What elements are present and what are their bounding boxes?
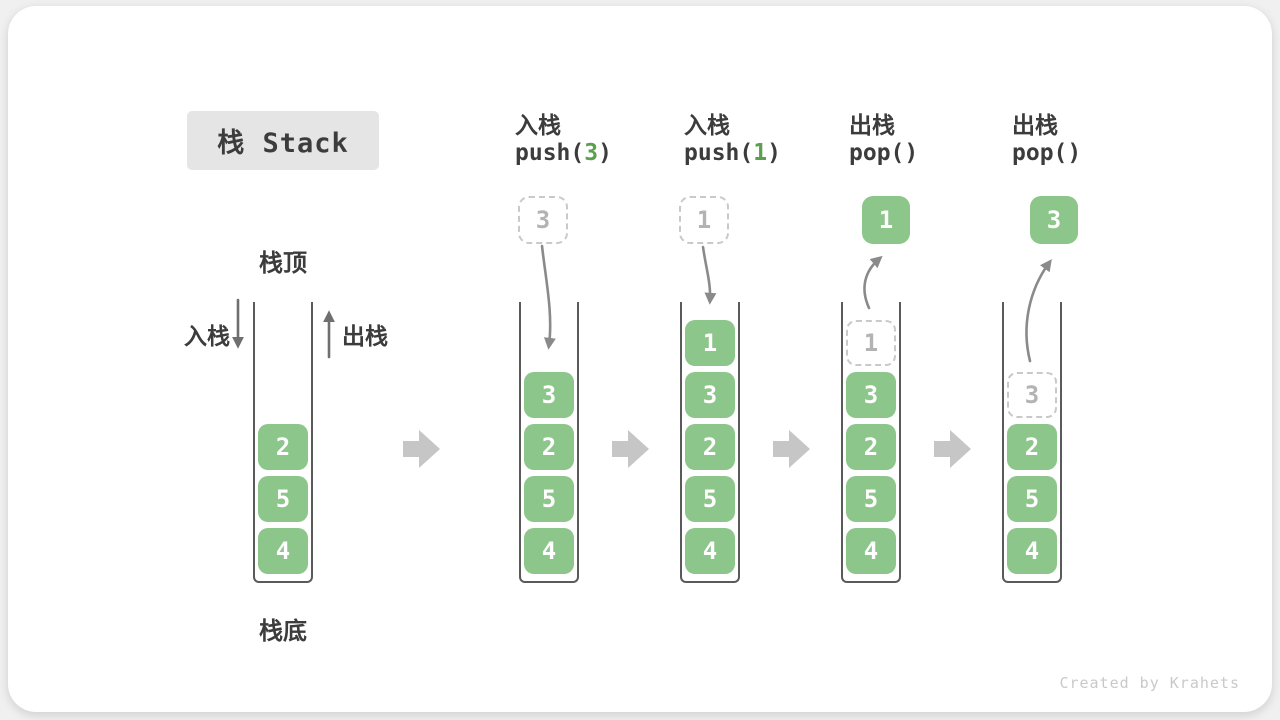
code-suffix: ): [767, 140, 781, 166]
step3-popped-box: 1: [862, 196, 910, 244]
stack-cell: 5: [1007, 476, 1057, 522]
stack-after-push1: 1 3 2 5 4: [680, 302, 740, 583]
step2-code-label: push(1): [684, 140, 781, 166]
push-direction-label: 入栈: [184, 324, 230, 350]
stack-cell: 5: [685, 476, 735, 522]
stack-cell: 3: [685, 372, 735, 418]
credit-text: Created by Krahets: [1059, 674, 1240, 692]
stack-cell: 4: [685, 528, 735, 574]
step1-code-label: push(3): [515, 140, 612, 166]
code-arg: 3: [584, 140, 599, 166]
code-arg: 1: [753, 140, 768, 166]
code-prefix: push(: [515, 140, 585, 166]
code-prefix: push(: [684, 140, 754, 166]
title-text: 栈 Stack: [217, 128, 349, 159]
title-badge: 栈 Stack: [187, 111, 379, 170]
stack-cell: 4: [524, 528, 574, 574]
stack-cell: 3: [524, 372, 574, 418]
stack-cell: 2: [685, 424, 735, 470]
step4-op-label: 出栈: [1012, 113, 1058, 139]
step4-popped-box: 3: [1030, 196, 1078, 244]
code-prefix: pop(: [1012, 140, 1068, 166]
stack-top-label: 栈顶: [259, 249, 307, 277]
stack-cell: 2: [524, 424, 574, 470]
stack-cell-removed: 1: [846, 320, 896, 366]
stack-cell: 2: [846, 424, 896, 470]
stack-cell: 2: [1007, 424, 1057, 470]
pop-direction-label: 出栈: [342, 324, 388, 350]
stack-cell: 1: [685, 320, 735, 366]
stack-after-pop3: 3 2 5 4: [1002, 302, 1062, 583]
step4-code-label: pop(): [1012, 140, 1081, 166]
stack-cell: 4: [258, 528, 308, 574]
step1-incoming-box: 3: [518, 196, 568, 244]
code-suffix: ): [1067, 140, 1082, 166]
step2-op-label: 入栈: [684, 113, 730, 139]
stack-after-pop1: 1 3 2 5 4: [841, 302, 901, 583]
stack-cell: 4: [846, 528, 896, 574]
stack-cell: 5: [258, 476, 308, 522]
code-suffix: ): [904, 140, 919, 166]
step2-incoming-box: 1: [679, 196, 729, 244]
step3-code-label: pop(): [849, 140, 918, 166]
stack-cell: 2: [258, 424, 308, 470]
stack-bottom-label: 栈底: [259, 617, 307, 645]
stack-after-push3: 3 2 5 4: [519, 302, 579, 583]
stack-cell: 3: [846, 372, 896, 418]
stack-cell: 5: [846, 476, 896, 522]
step1-op-label: 入栈: [515, 113, 561, 139]
stack-cell: 5: [524, 476, 574, 522]
stack-cell: 4: [1007, 528, 1057, 574]
step3-op-label: 出栈: [849, 113, 895, 139]
stack-cell-removed: 3: [1007, 372, 1057, 418]
stack-initial: 2 5 4: [253, 302, 313, 583]
code-suffix: ): [598, 140, 612, 166]
code-prefix: pop(: [849, 140, 905, 166]
